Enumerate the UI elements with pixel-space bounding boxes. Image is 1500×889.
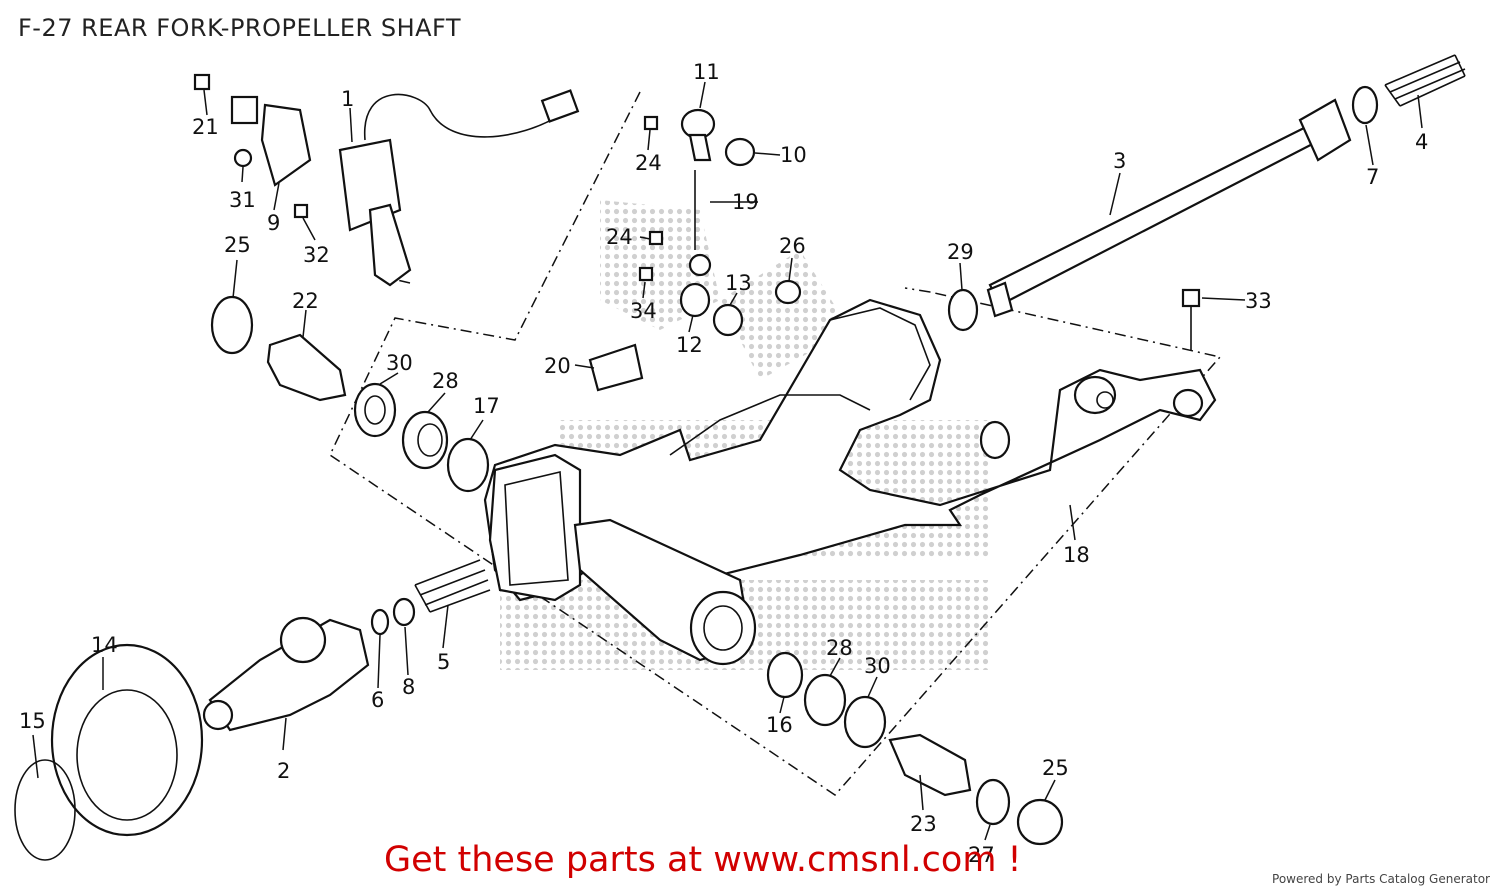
callout-22: 22	[292, 289, 319, 313]
callout-32: 32	[303, 243, 330, 267]
callout-9: 9	[267, 211, 280, 235]
callout-27: 27	[968, 843, 995, 867]
callout-21: 21	[192, 115, 219, 139]
callout-24a: 24	[635, 151, 662, 175]
bolt-33	[1181, 288, 1201, 350]
part-callouts: 1 2 3 4 5 6 7 8 9 10 11 12 13 14 15 16 1…	[19, 60, 1428, 867]
callout-24b: 24	[606, 225, 633, 249]
callout-20: 20	[544, 354, 571, 378]
page-title: F-27 REAR FORK-PROPELLER SHAFT	[18, 14, 462, 42]
callout-12: 12	[676, 333, 703, 357]
callout-5: 5	[437, 650, 450, 674]
callout-8: 8	[402, 675, 415, 699]
small-hardware	[588, 108, 802, 392]
cmsnl-link[interactable]: Get these parts at www.cmsnl.com !	[384, 840, 1022, 880]
callout-15: 15	[19, 709, 46, 733]
callout-18: 18	[1063, 543, 1090, 567]
callout-23: 23	[910, 812, 937, 836]
propeller-shaft	[986, 98, 1352, 318]
rear-fork-body	[483, 298, 1217, 666]
callout-11: 11	[693, 60, 720, 84]
callout-4: 4	[1415, 130, 1428, 154]
callout-28a: 28	[432, 369, 459, 393]
callout-33: 33	[1245, 289, 1272, 313]
callout-30b: 30	[864, 654, 891, 678]
callout-34: 34	[630, 299, 657, 323]
universal-joint-assembly	[14, 559, 491, 861]
callout-1: 1	[341, 87, 354, 111]
callout-19: 19	[732, 190, 759, 214]
callout-3: 3	[1113, 149, 1126, 173]
bearing-stack-right	[766, 651, 1064, 846]
powered-by-footer: Powered by Parts Catalog Generator	[1272, 872, 1490, 886]
callout-7: 7	[1366, 165, 1379, 189]
callout-10: 10	[780, 143, 807, 167]
callout-25a: 25	[224, 233, 251, 257]
callout-6: 6	[371, 688, 384, 712]
callout-30a: 30	[386, 351, 413, 375]
callout-14: 14	[91, 633, 118, 657]
callout-25b: 25	[1042, 756, 1069, 780]
callout-13: 13	[725, 271, 752, 295]
bearing-stack-left	[210, 295, 490, 493]
leader-lines	[32, 81, 1423, 841]
callout-16: 16	[766, 713, 793, 737]
callout-31: 31	[229, 188, 256, 212]
callout-29: 29	[947, 240, 974, 264]
callout-28b: 28	[826, 636, 853, 660]
callout-2: 2	[277, 759, 290, 783]
spring-and-clip	[947, 54, 1466, 332]
callout-17: 17	[473, 394, 500, 418]
callout-26: 26	[779, 234, 806, 258]
sensor-assembly	[193, 73, 580, 287]
